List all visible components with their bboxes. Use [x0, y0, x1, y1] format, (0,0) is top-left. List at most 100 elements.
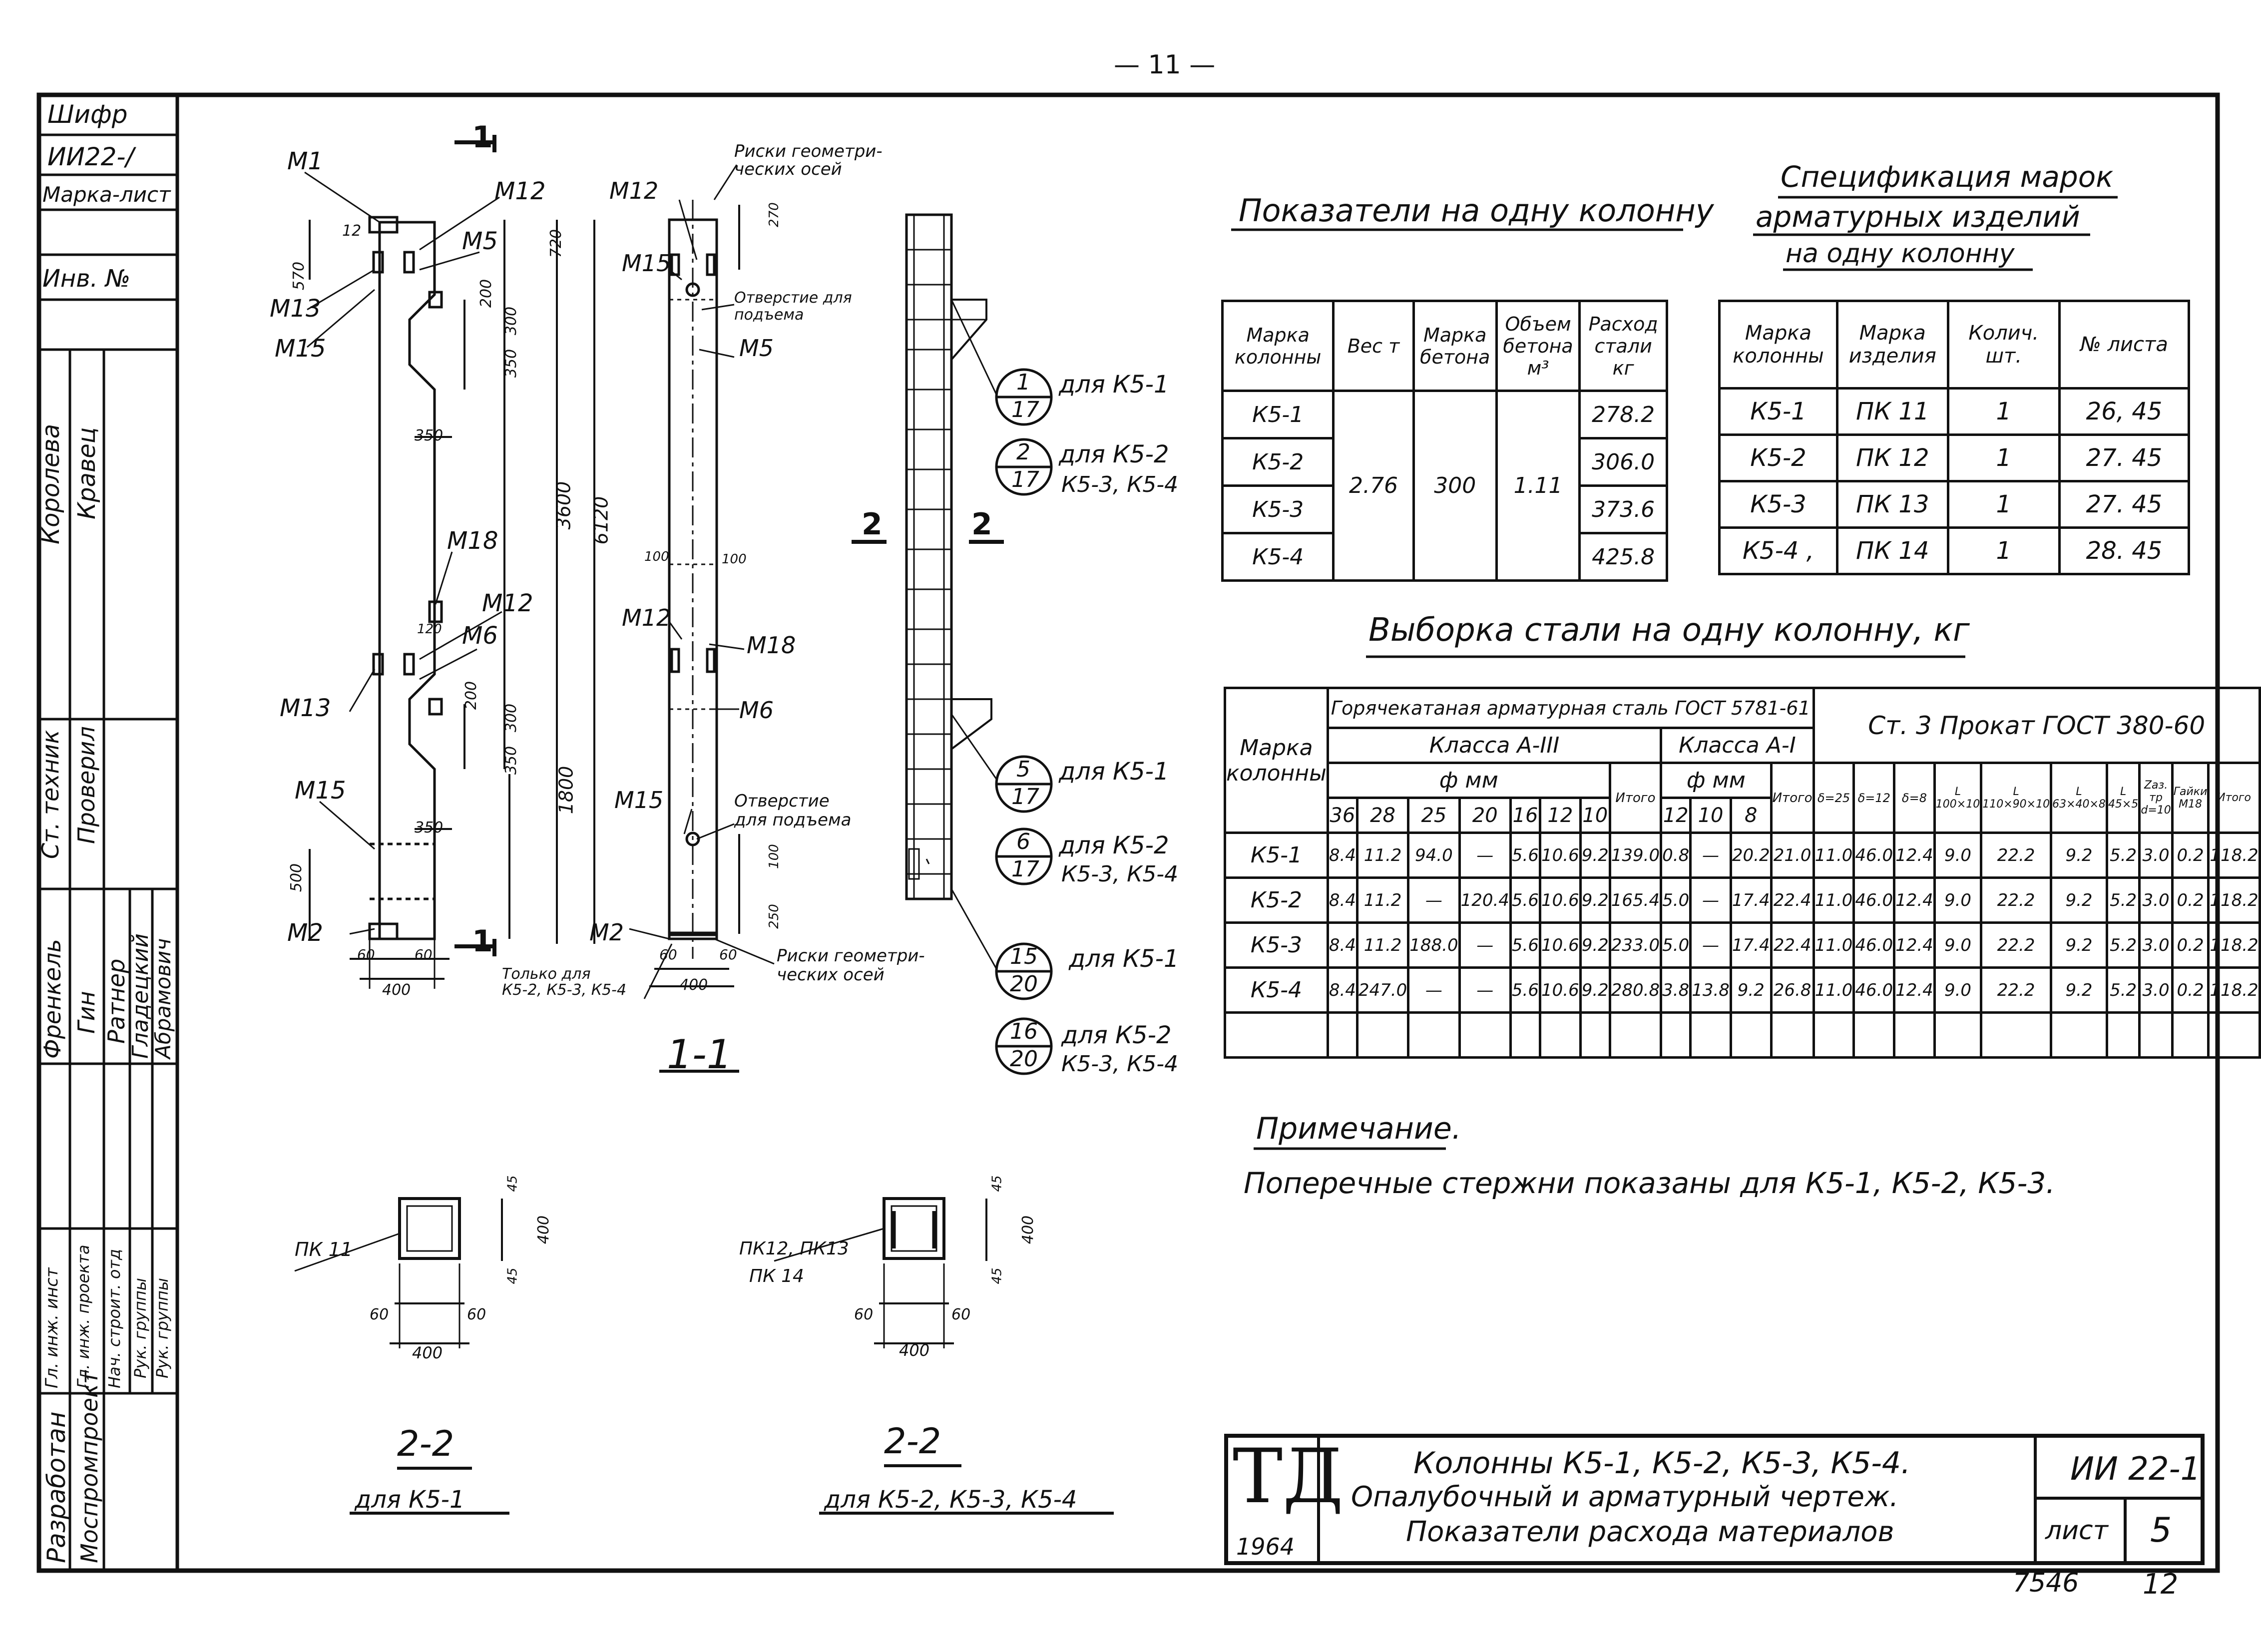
label-m1: М1 [287, 147, 323, 175]
title-line-3: Показатели расхода материалов [1406, 1516, 1894, 1548]
col-header: 10 [1579, 797, 1611, 834]
cell-mark: К5-2 [1224, 876, 1329, 924]
inv-no: Инв. № [42, 265, 131, 293]
cell: 10.6 [1539, 876, 1582, 924]
dim-350-width-top: 350 [415, 427, 444, 444]
spec-title-3: на одну колонну [1786, 239, 2015, 269]
cell-concrete: 300 [1412, 390, 1498, 582]
label-m13-top: М13 [270, 295, 321, 323]
cell: ПК 12 [1835, 433, 1949, 482]
cell: 8.4 [1326, 921, 1358, 969]
sheet-number: 5 [2150, 1511, 2172, 1550]
cell: 9.2 [1579, 966, 1611, 1014]
dim-45-bottom: 45 [989, 1267, 1005, 1284]
cell: 3.0 [2138, 966, 2174, 1014]
callout-5-bottom: 17 [1011, 784, 1039, 810]
col-header: Вес т [1332, 300, 1415, 392]
cell: 0.2 [2171, 876, 2210, 924]
cell: 9.2 [1579, 876, 1611, 924]
cell: — [1689, 876, 1732, 924]
label-m5: М5 [739, 335, 774, 362]
dim-60-right: 60 [719, 946, 737, 963]
dim-60-right: 60 [951, 1306, 971, 1323]
cell: 9.2 [1579, 921, 1611, 969]
cell: 139.0 [1608, 831, 1663, 879]
cell: 1 [1946, 526, 2061, 575]
specification-table: Марка колонны Марка изделия Колич. шт. №… [1718, 300, 2190, 575]
callout-2-top: 2 [1016, 439, 1030, 465]
col-header: Марка бетона [1412, 300, 1498, 392]
col-header-hot-rolled: Горячекатаная арматурная сталь ГОСТ 5781… [1326, 687, 1815, 729]
shifr-label: Шифр [47, 100, 128, 129]
cell: — [1458, 966, 1512, 1014]
col-header: L 63×40×8 [2050, 762, 2108, 834]
callout-15-text: для К5-1 [1069, 945, 1179, 973]
col-header: δ=25 [1812, 762, 1855, 834]
label-m12-lower: М12 [622, 604, 671, 631]
callout-5-text: для К5-1 [1059, 758, 1169, 786]
cell: 46.0 [1852, 966, 1896, 1014]
title-line-2: Опалубочный и арматурный чертеж. [1351, 1481, 1899, 1513]
cell: 27. 45 [2058, 433, 2190, 482]
dim-500: 500 [288, 863, 306, 892]
table-row: К5-4 425.8 [1221, 532, 1668, 582]
table-row: К5-2 306.0 [1221, 437, 1668, 487]
cell: — [1407, 876, 1461, 924]
title-line-1: Колонны К5-1, К5-2, К5-3, К5-4. [1413, 1446, 1911, 1481]
col-header: L 110×90×10 [1980, 762, 2053, 834]
footer-inventory: 7546 [2013, 1568, 2079, 1598]
col-header: 12 [1539, 797, 1582, 834]
role-check: Проверил [73, 726, 100, 844]
callout-6-text: для К5-2 [1059, 831, 1169, 859]
cell-mark: К5-1 [1221, 390, 1335, 439]
cell: 9.2 [2050, 831, 2108, 879]
cell: 165.4 [1608, 876, 1663, 924]
dim-250: 250 [766, 904, 782, 929]
dim-400-horizontal: 400 [412, 1343, 443, 1362]
callout-2-text: для К5-2 [1059, 440, 1169, 468]
cell: 10.6 [1539, 921, 1582, 969]
callout-1-text: для К5-1 [1059, 371, 1169, 399]
callout-6-bottom: 17 [1011, 856, 1039, 882]
cell: 9.0 [1933, 876, 1983, 924]
table-row: К5-1 2.76 300 1.11 278.2 [1221, 390, 1668, 582]
label-m12: М12 [609, 177, 659, 204]
cell: 9.0 [1933, 921, 1983, 969]
cell: 3.0 [2138, 876, 2174, 924]
section-mark-2-left: 2 [862, 507, 883, 542]
dim-6120: 6120 [590, 496, 612, 545]
cell: 28. 45 [2058, 526, 2190, 575]
cell: 22.4 [1770, 876, 1815, 924]
col-header-diam-a1: ф мм [1660, 762, 1773, 799]
cell: 1 [1946, 433, 2061, 482]
developed-by: Разработан [42, 1411, 71, 1563]
dim-720: 720 [547, 229, 565, 258]
callout-15-top: 15 [1010, 944, 1038, 969]
shifr-value: ИИ22-/ [47, 142, 134, 171]
cell-mark: К5-4 [1224, 966, 1329, 1014]
callout-16-text2: К5-3, К5-4 [1061, 1051, 1179, 1077]
org-name: Моспромпроект [76, 1370, 103, 1563]
dim-350-top: 350 [502, 349, 520, 378]
col-header: 20 [1458, 797, 1512, 834]
cell: ПК 14 [1835, 526, 1949, 575]
col-header: Колич. шт. [1946, 300, 2061, 390]
col-header-mark: Марка колонны [1224, 687, 1329, 834]
label-pk12-pk13: ПК12, ПК13 [739, 1239, 849, 1259]
label-m13-mid: М13 [280, 694, 331, 722]
callout-2-bottom: 17 [1011, 467, 1039, 492]
cell: 22.2 [1980, 966, 2053, 1014]
cell: 17.4 [1729, 876, 1773, 924]
cell: 22.2 [1980, 876, 2053, 924]
steel-title: Выборка стали на одну колонну, кг [1368, 612, 1970, 649]
cell: 12.4 [1893, 831, 1936, 879]
dim-45-bottom: 45 [505, 1267, 520, 1284]
label-m2: М2 [589, 919, 624, 946]
cell: 22.2 [1980, 921, 2053, 969]
cell: — [1689, 921, 1732, 969]
